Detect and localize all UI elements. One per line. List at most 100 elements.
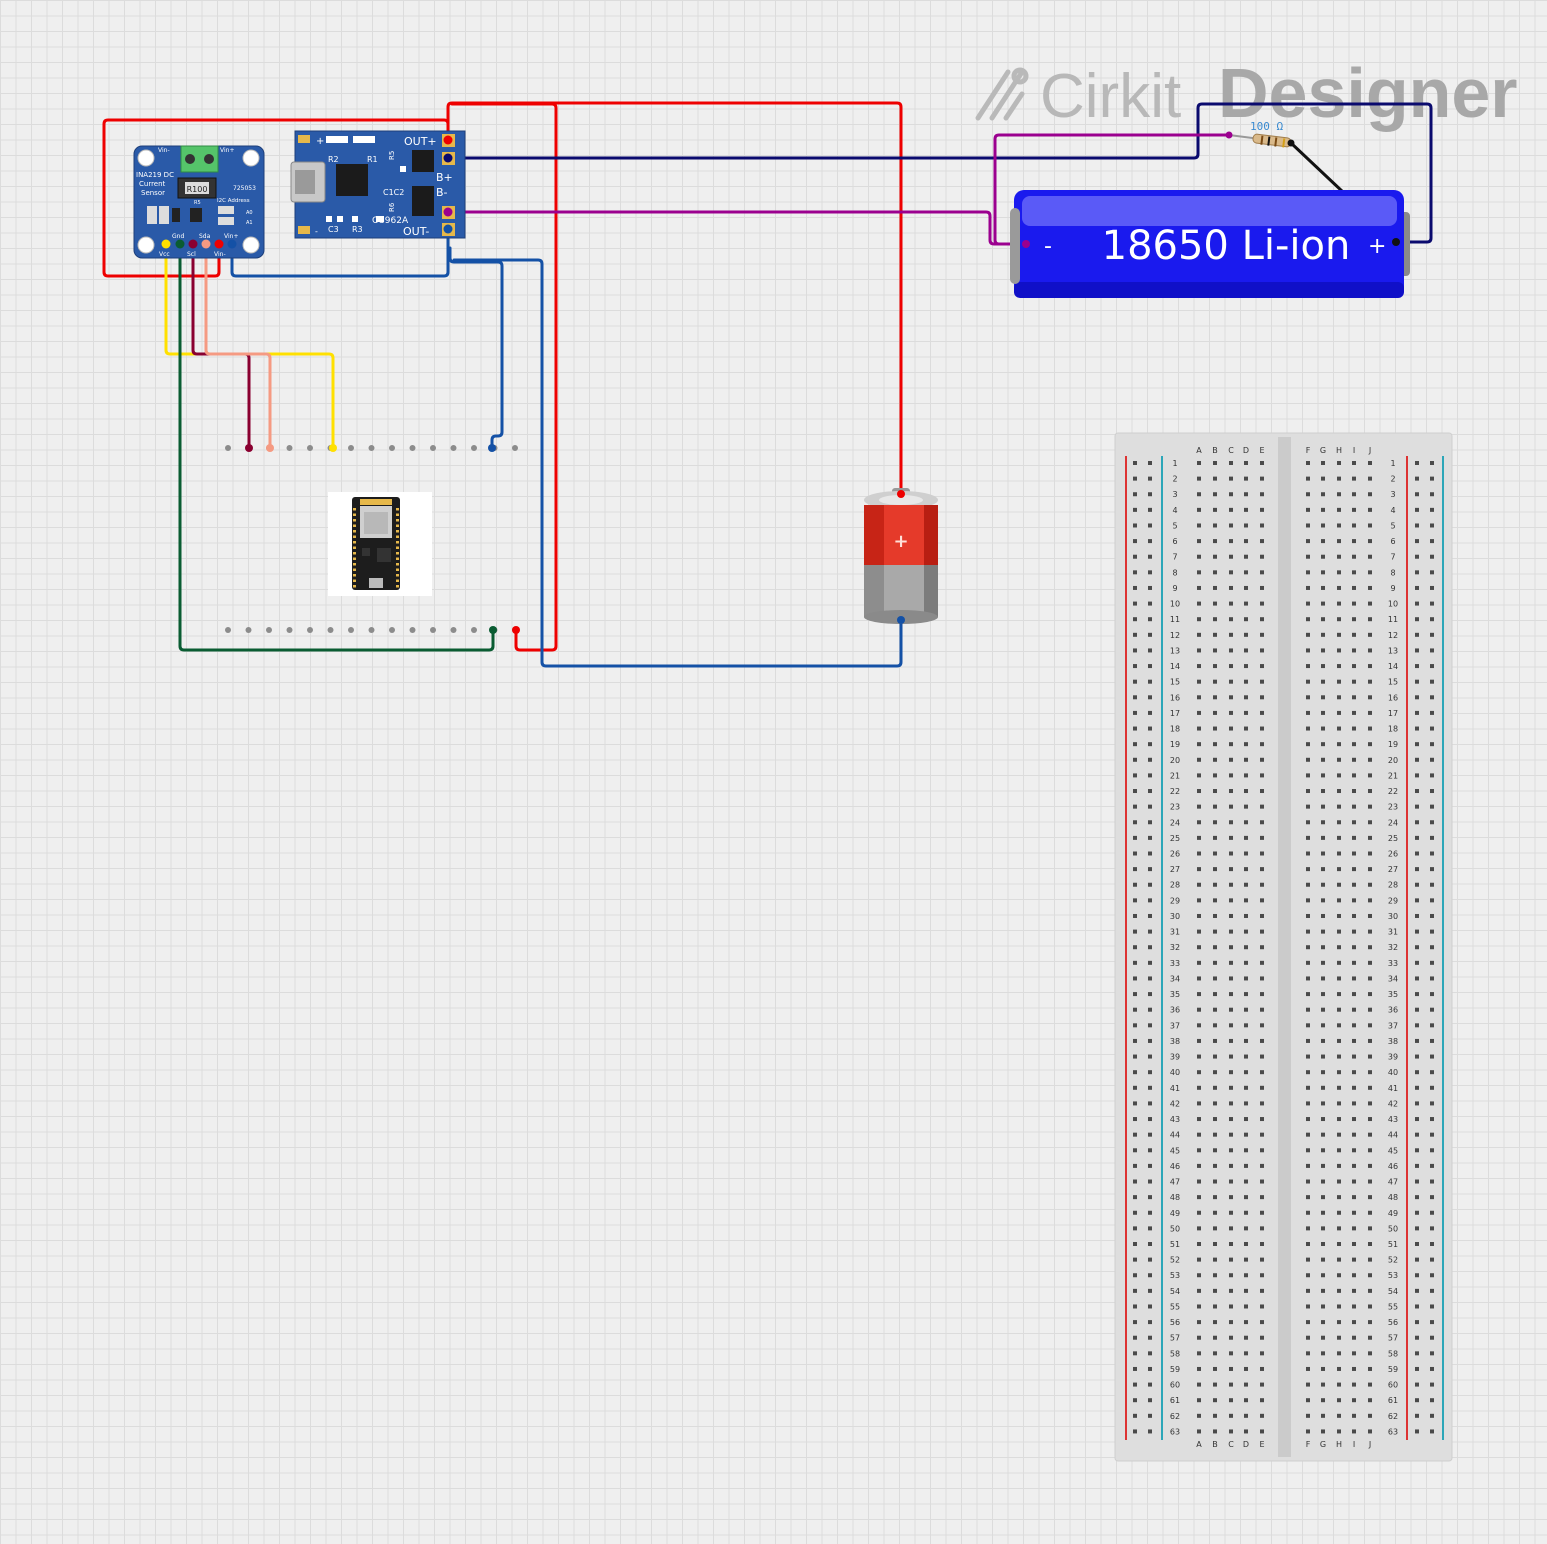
breadboard-hole[interactable] xyxy=(1244,1070,1248,1075)
breadboard-hole[interactable] xyxy=(1213,960,1217,965)
breadboard-hole[interactable] xyxy=(1352,1320,1356,1325)
breadboard-hole[interactable] xyxy=(1260,570,1264,575)
breadboard-hole[interactable] xyxy=(1321,1038,1325,1043)
breadboard-hole[interactable] xyxy=(1306,960,1310,965)
breadboard-rail-hole[interactable] xyxy=(1148,632,1152,637)
breadboard-hole[interactable] xyxy=(1306,1101,1310,1106)
breadboard-hole[interactable] xyxy=(1321,1179,1325,1184)
breadboard-hole[interactable] xyxy=(1213,461,1217,465)
breadboard-hole[interactable] xyxy=(1213,1413,1217,1418)
breadboard-hole[interactable] xyxy=(1260,1366,1264,1371)
breadboard-rail-hole[interactable] xyxy=(1133,835,1137,840)
breadboard-hole[interactable] xyxy=(1306,1132,1310,1137)
breadboard-rail-hole[interactable] xyxy=(1148,507,1152,512)
esp-pin-gnd-2[interactable] xyxy=(489,626,497,634)
esp-pin-sda[interactable] xyxy=(266,444,274,452)
breadboard-hole[interactable] xyxy=(1368,710,1372,715)
ina-pin-scl[interactable] xyxy=(188,239,198,249)
breadboard-hole[interactable] xyxy=(1368,1429,1372,1434)
breadboard-rail-hole[interactable] xyxy=(1415,789,1419,794)
breadboard-hole[interactable] xyxy=(1229,789,1233,794)
breadboard-rail-hole[interactable] xyxy=(1415,1226,1419,1231)
breadboard-rail-hole[interactable] xyxy=(1133,632,1137,637)
breadboard-rail-hole[interactable] xyxy=(1148,742,1152,747)
breadboard-hole[interactable] xyxy=(1260,835,1264,840)
breadboard-rail-hole[interactable] xyxy=(1415,1273,1419,1278)
esp-top-pin[interactable] xyxy=(225,445,231,451)
breadboard-hole[interactable] xyxy=(1197,539,1201,544)
breadboard-hole[interactable] xyxy=(1306,1366,1310,1371)
breadboard-hole[interactable] xyxy=(1213,1038,1217,1043)
breadboard-hole[interactable] xyxy=(1244,742,1248,747)
breadboard-hole[interactable] xyxy=(1337,1242,1341,1246)
breadboard-rail-hole[interactable] xyxy=(1415,539,1419,544)
breadboard-rail-hole[interactable] xyxy=(1133,679,1137,684)
breadboard-hole[interactable] xyxy=(1244,1226,1248,1231)
breadboard-hole[interactable] xyxy=(1213,1226,1217,1231)
breadboard-hole[interactable] xyxy=(1229,695,1233,700)
breadboard-hole[interactable] xyxy=(1229,867,1233,872)
breadboard-hole[interactable] xyxy=(1260,1101,1264,1106)
breadboard-hole[interactable] xyxy=(1244,461,1248,465)
breadboard-rail-hole[interactable] xyxy=(1148,664,1152,669)
breadboard-hole[interactable] xyxy=(1368,554,1372,559)
breadboard-hole[interactable] xyxy=(1352,929,1356,934)
breadboard-hole[interactable] xyxy=(1213,945,1217,950)
breadboard-hole[interactable] xyxy=(1197,1132,1201,1137)
breadboard-hole[interactable] xyxy=(1260,710,1264,715)
breadboard-hole[interactable] xyxy=(1337,492,1341,497)
breadboard-hole[interactable] xyxy=(1306,476,1310,481)
breadboard-rail-hole[interactable] xyxy=(1148,1273,1152,1278)
breadboard-hole[interactable] xyxy=(1321,1117,1325,1122)
esp-top-pin[interactable] xyxy=(389,445,395,451)
breadboard-hole[interactable] xyxy=(1229,1070,1233,1075)
esp-bottom-pin[interactable] xyxy=(471,627,477,633)
breadboard-hole[interactable] xyxy=(1213,1195,1217,1200)
breadboard-hole[interactable] xyxy=(1260,632,1264,637)
breadboard-hole[interactable] xyxy=(1306,1195,1310,1200)
ina-pin-gnd[interactable] xyxy=(175,239,185,249)
breadboard-hole[interactable] xyxy=(1321,867,1325,872)
breadboard-hole[interactable] xyxy=(1352,976,1356,981)
wire-blue-out-minus-to-battery[interactable] xyxy=(452,258,903,668)
breadboard-rail-hole[interactable] xyxy=(1430,679,1434,684)
breadboard-rail-hole[interactable] xyxy=(1430,695,1434,700)
breadboard-hole[interactable] xyxy=(1352,1148,1356,1153)
battery-pin-plus[interactable] xyxy=(897,490,905,498)
breadboard-hole[interactable] xyxy=(1368,695,1372,700)
breadboard-hole[interactable] xyxy=(1197,710,1201,715)
breadboard-rail-hole[interactable] xyxy=(1133,1179,1137,1184)
breadboard-rail-hole[interactable] xyxy=(1133,664,1137,669)
breadboard-hole[interactable] xyxy=(1352,1070,1356,1075)
breadboard-rail-hole[interactable] xyxy=(1133,945,1137,950)
breadboard-hole[interactable] xyxy=(1352,632,1356,637)
breadboard-hole[interactable] xyxy=(1337,664,1341,669)
tp-pin-b-plus[interactable] xyxy=(443,153,453,163)
esp-top-pin[interactable] xyxy=(471,445,477,451)
breadboard-rail-hole[interactable] xyxy=(1133,539,1137,544)
breadboard-hole[interactable] xyxy=(1337,1054,1341,1059)
breadboard-hole[interactable] xyxy=(1229,1288,1233,1293)
breadboard-hole[interactable] xyxy=(1337,523,1341,528)
breadboard-hole[interactable] xyxy=(1244,804,1248,809)
breadboard-hole[interactable] xyxy=(1229,1273,1233,1278)
breadboard-hole[interactable] xyxy=(1306,554,1310,559)
breadboard-rail-hole[interactable] xyxy=(1415,1038,1419,1043)
breadboard-hole[interactable] xyxy=(1321,1163,1325,1168)
breadboard-rail-hole[interactable] xyxy=(1148,1054,1152,1059)
breadboard-rail-hole[interactable] xyxy=(1430,945,1434,950)
breadboard-hole[interactable] xyxy=(1352,1413,1356,1418)
breadboard-hole[interactable] xyxy=(1337,1085,1341,1090)
breadboard-hole[interactable] xyxy=(1229,570,1233,575)
breadboard-hole[interactable] xyxy=(1213,648,1217,653)
breadboard-hole[interactable] xyxy=(1244,1335,1248,1340)
esp-top-pin[interactable] xyxy=(512,445,518,451)
breadboard-hole[interactable] xyxy=(1260,585,1264,590)
breadboard-hole[interactable] xyxy=(1197,1242,1201,1246)
breadboard-hole[interactable] xyxy=(1368,679,1372,684)
breadboard-hole[interactable] xyxy=(1213,476,1217,481)
breadboard-hole[interactable] xyxy=(1368,976,1372,981)
breadboard-hole[interactable] xyxy=(1197,1007,1201,1012)
breadboard-hole[interactable] xyxy=(1260,1320,1264,1325)
breadboard-rail-hole[interactable] xyxy=(1415,992,1419,997)
